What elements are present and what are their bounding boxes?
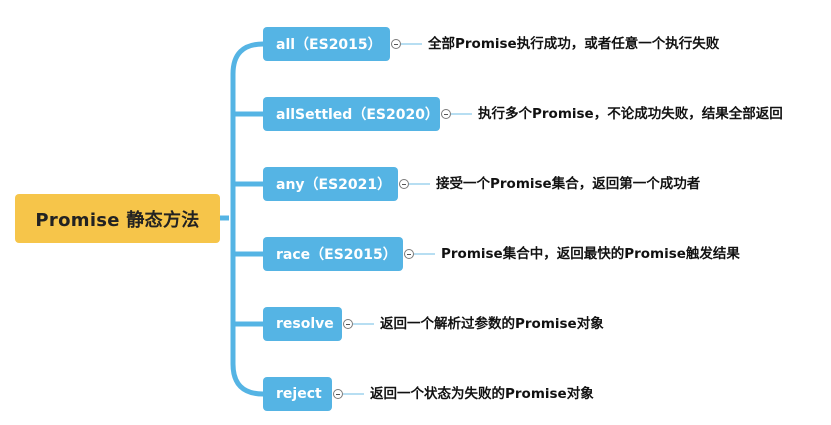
collapse-toggle-icon[interactable] bbox=[333, 389, 343, 399]
branch-label: resolve bbox=[276, 316, 334, 332]
branch-label: all（ES2015） bbox=[276, 37, 382, 53]
description-all: 全部Promise执行成功，或者任意一个执行失败 bbox=[428, 36, 720, 52]
spine-connector bbox=[230, 41, 264, 397]
branch-label: reject bbox=[276, 386, 322, 402]
root-label: Promise 静态方法 bbox=[35, 209, 200, 231]
branch-node-race[interactable]: race（ES2015） bbox=[263, 237, 403, 271]
branch-node-allsettled[interactable]: allSettled（ES2020） bbox=[263, 97, 440, 131]
branch-label: allSettled（ES2020） bbox=[276, 107, 439, 123]
collapse-toggle-icon[interactable] bbox=[399, 179, 409, 189]
description-resolve: 返回一个解析过参数的Promise对象 bbox=[380, 316, 604, 332]
branch-node-any[interactable]: any（ES2021） bbox=[263, 167, 398, 201]
collapse-toggle-icon[interactable] bbox=[391, 39, 401, 49]
description-reject: 返回一个状态为失败的Promise对象 bbox=[370, 386, 594, 402]
branch-node-all[interactable]: all（ES2015） bbox=[263, 27, 390, 61]
branch-label: race（ES2015） bbox=[276, 247, 397, 263]
description-allsettled: 执行多个Promise，不论成功失败，结果全部返回 bbox=[478, 106, 783, 122]
description-any: 接受一个Promise集合，返回第一个成功者 bbox=[436, 176, 701, 192]
collapse-toggle-icon[interactable] bbox=[404, 249, 414, 259]
branch-node-reject[interactable]: reject bbox=[263, 377, 332, 411]
root-node[interactable]: Promise 静态方法 bbox=[15, 194, 220, 243]
collapse-toggle-icon[interactable] bbox=[343, 319, 353, 329]
description-race: Promise集合中，返回最快的Promise触发结果 bbox=[441, 246, 740, 262]
collapse-toggle-icon[interactable] bbox=[441, 109, 451, 119]
branch-label: any（ES2021） bbox=[276, 177, 392, 193]
branch-node-resolve[interactable]: resolve bbox=[263, 307, 342, 341]
